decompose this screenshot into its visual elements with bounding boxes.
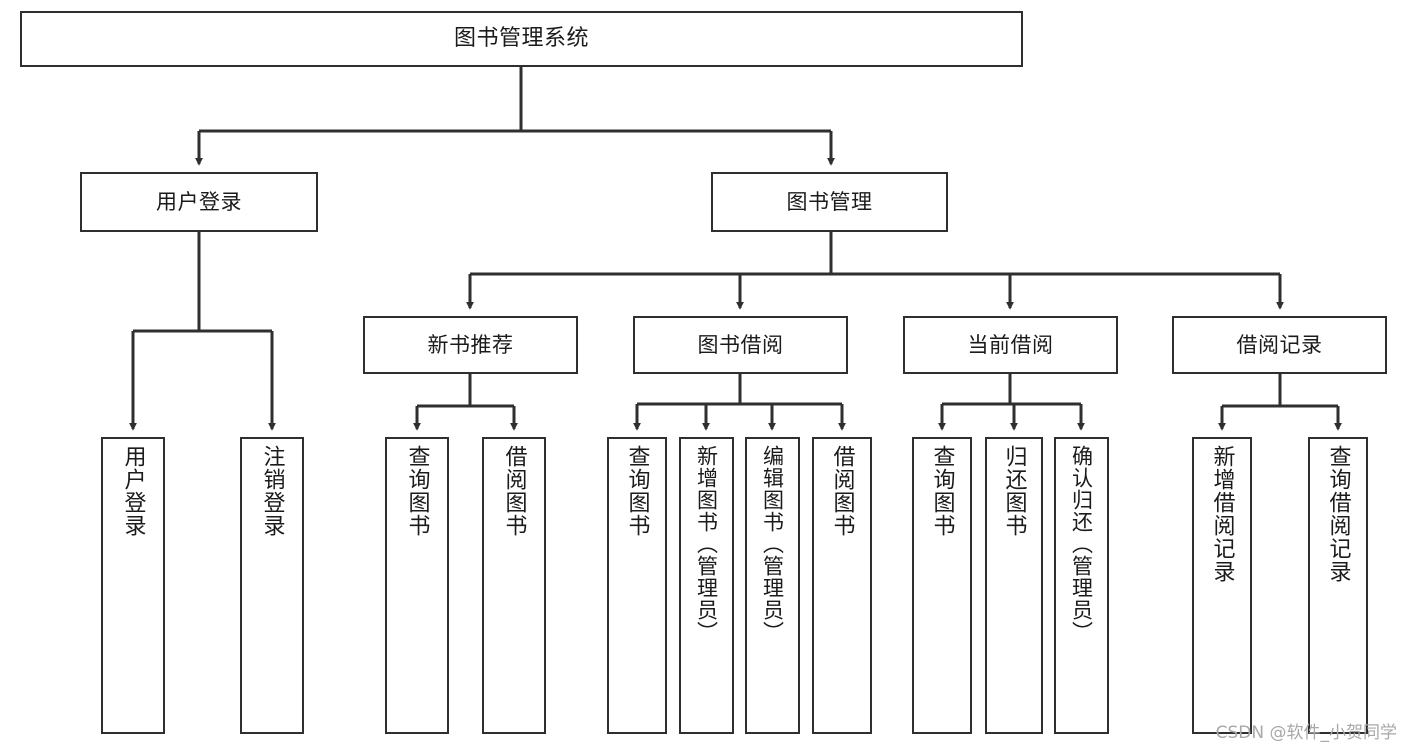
node-leaf-query-book-2[interactable]: 查询图书 [607,437,667,734]
node-leaf-user-login-label: 用户登录 [120,445,146,537]
node-leaf-query-record-label: 查询借阅记录 [1325,445,1351,583]
node-user-login[interactable]: 用户登录 [80,172,318,232]
node-leaf-borrow-book-2-label: 借阅图书 [829,445,855,537]
node-leaf-logout-label: 注销登录 [259,445,285,537]
node-leaf-logout[interactable]: 注销登录 [240,437,304,734]
node-leaf-add-book[interactable]: 新增图书（管理员） [679,437,734,734]
node-borrow-record-label: 借阅记录 [1236,332,1323,357]
node-book-borrow[interactable]: 图书借阅 [633,316,848,374]
watermark-text: CSDN @软件_小贺同学 [1215,723,1397,743]
node-new-book-recommend-label: 新书推荐 [427,332,514,357]
node-leaf-borrow-book-1-label: 借阅图书 [501,445,527,537]
node-leaf-add-record[interactable]: 新增借阅记录 [1192,437,1252,734]
node-leaf-query-book-2-label: 查询图书 [624,445,650,537]
node-leaf-add-book-label: 新增图书（管理员） [694,445,719,643]
node-current-borrow[interactable]: 当前借阅 [903,316,1118,374]
node-leaf-add-record-label: 新增借阅记录 [1209,445,1235,583]
node-leaf-query-book-3[interactable]: 查询图书 [912,437,972,734]
node-leaf-confirm-return[interactable]: 确认归还（管理员） [1054,437,1109,734]
node-borrow-record[interactable]: 借阅记录 [1172,316,1387,374]
node-leaf-edit-book-label: 编辑图书（管理员） [760,445,785,643]
node-current-borrow-label: 当前借阅 [967,332,1054,357]
node-leaf-return-book[interactable]: 归还图书 [985,437,1043,734]
node-leaf-query-record[interactable]: 查询借阅记录 [1308,437,1368,734]
node-leaf-query-book-1[interactable]: 查询图书 [385,437,449,734]
node-leaf-query-book-1-label: 查询图书 [404,445,430,537]
node-leaf-query-book-3-label: 查询图书 [929,445,955,537]
node-root[interactable]: 图书管理系统 [20,11,1023,67]
node-leaf-user-login[interactable]: 用户登录 [101,437,165,734]
node-leaf-confirm-return-label: 确认归还（管理员） [1069,445,1094,643]
node-book-borrow-label: 图书借阅 [697,332,784,357]
node-leaf-borrow-book-1[interactable]: 借阅图书 [482,437,546,734]
node-root-label: 图书管理系统 [453,26,589,52]
node-user-login-label: 用户登录 [156,189,242,214]
node-book-management-label: 图书管理 [786,189,873,214]
node-leaf-return-book-label: 归还图书 [1001,445,1027,537]
node-leaf-edit-book[interactable]: 编辑图书（管理员） [745,437,800,734]
node-book-management[interactable]: 图书管理 [711,172,948,232]
node-leaf-borrow-book-2[interactable]: 借阅图书 [812,437,872,734]
node-new-book-recommend[interactable]: 新书推荐 [363,316,578,374]
